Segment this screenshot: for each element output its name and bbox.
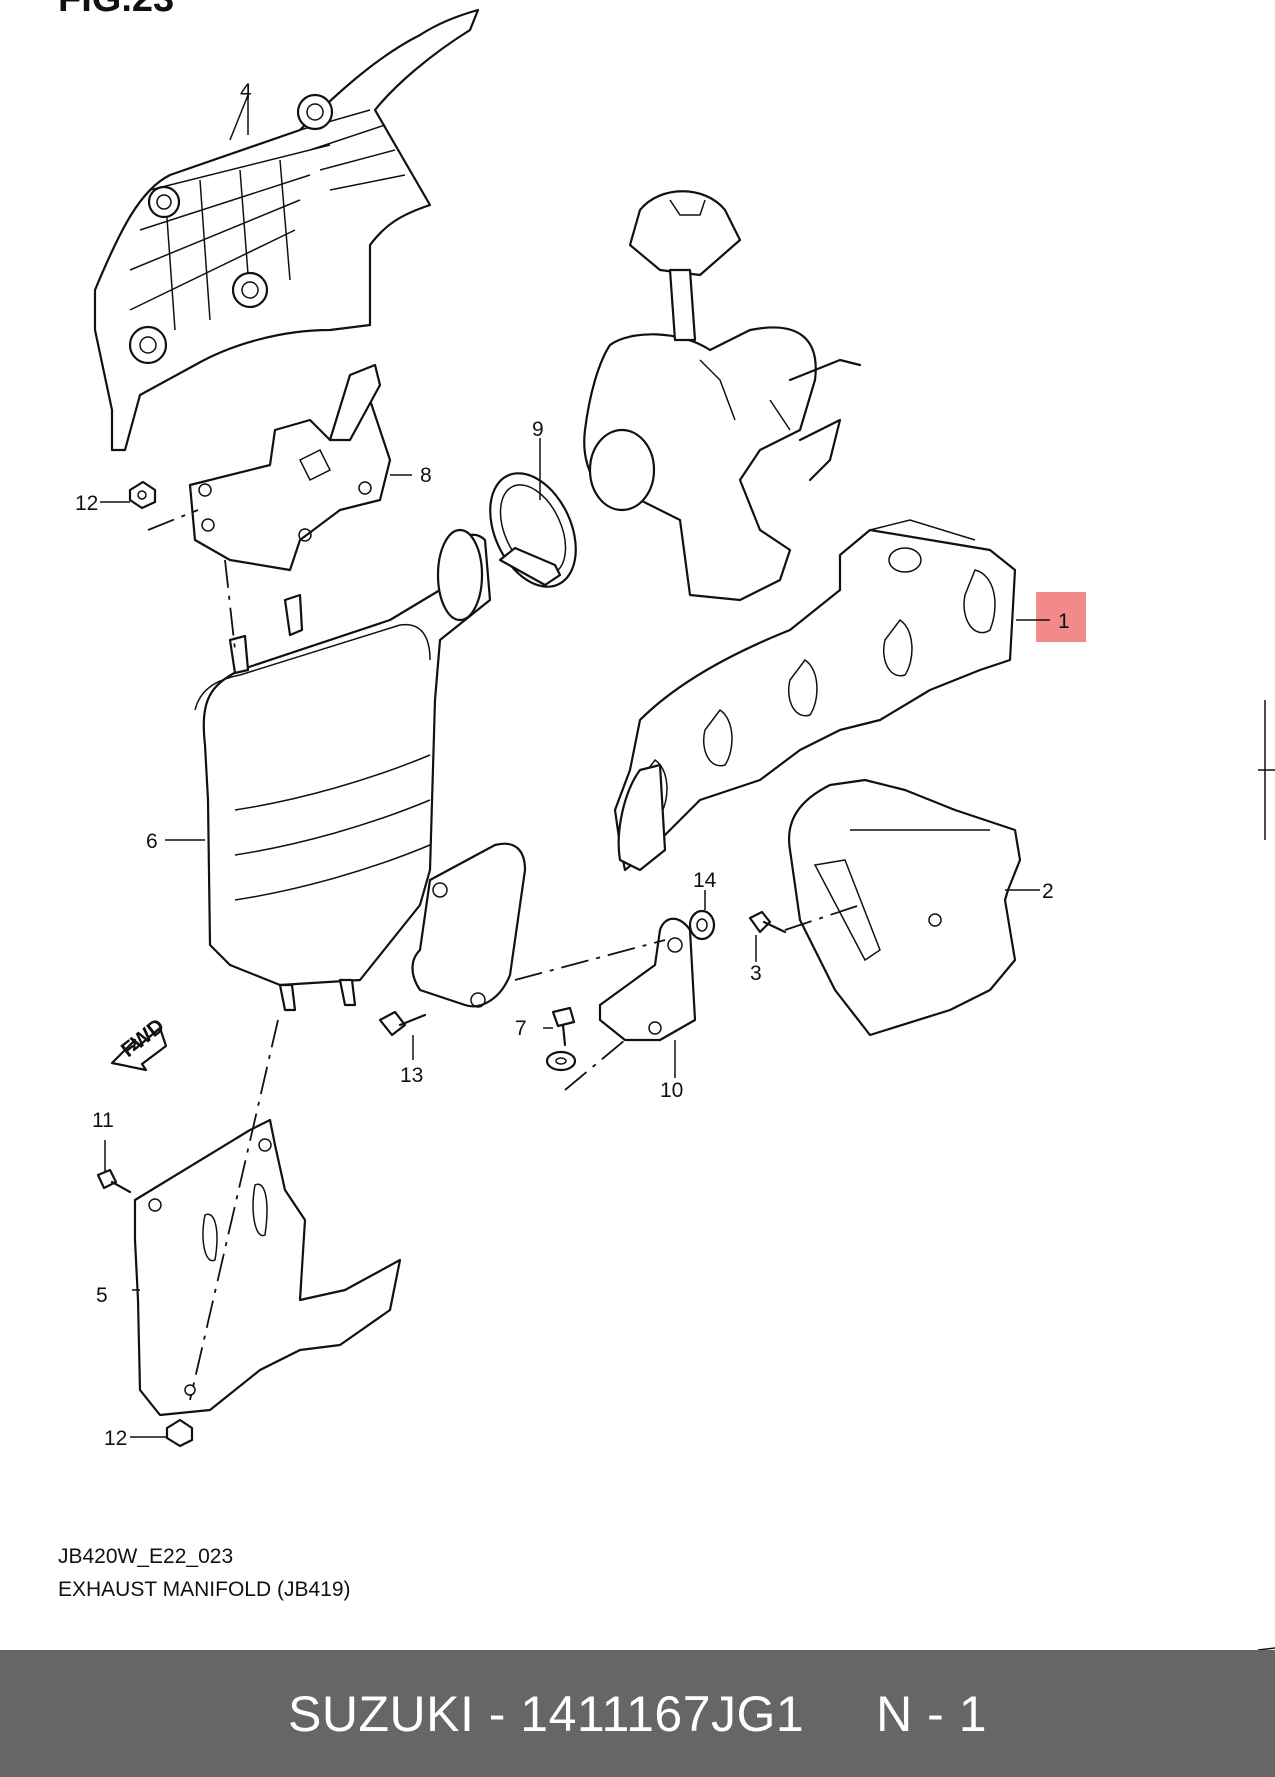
parts-diagram: FWD 1 2 3 4 5 6 7 8 9 bbox=[75, 8, 1275, 1650]
leader-lines bbox=[100, 97, 1050, 1438]
callout-6: 6 bbox=[146, 830, 158, 853]
figure-title: FIG.23 bbox=[58, 0, 174, 21]
callout-8: 8 bbox=[420, 464, 432, 487]
part-1-exhaust-manifold[interactable] bbox=[613, 519, 1017, 872]
callout-11: 11 bbox=[92, 1109, 114, 1132]
part-14-washer[interactable] bbox=[688, 909, 716, 941]
part-11-bolt[interactable] bbox=[96, 1168, 132, 1194]
diagram-title: EXHAUST MANIFOLD (JB419) bbox=[58, 1578, 351, 1601]
callout-2: 2 bbox=[1042, 880, 1054, 903]
assembly-lines bbox=[147, 509, 861, 1401]
callout-4: 4 bbox=[240, 80, 252, 103]
callout-13: 13 bbox=[400, 1064, 423, 1087]
callout-14: 14 bbox=[693, 869, 717, 892]
part-3-bolt[interactable] bbox=[748, 910, 787, 934]
callout-12-upper: 12 bbox=[75, 492, 98, 515]
callout-1: 1 bbox=[1058, 610, 1070, 633]
part-4-upper-heat-shield[interactable] bbox=[93, 8, 480, 452]
highlight-part-1 bbox=[1036, 592, 1086, 642]
part-13-bolt[interactable] bbox=[378, 1010, 427, 1037]
part-5-lower-heat-shield[interactable] bbox=[133, 1118, 402, 1417]
turbocharger[interactable] bbox=[583, 190, 862, 602]
part-2-manifold-heat-shield[interactable] bbox=[787, 778, 1022, 1037]
part-9-clamp[interactable] bbox=[473, 460, 593, 601]
edge-mark bbox=[1257, 700, 1275, 1650]
part-8-bracket[interactable] bbox=[188, 363, 392, 572]
callout-10: 10 bbox=[660, 1079, 683, 1102]
fwd-arrow-icon: FWD bbox=[110, 1014, 169, 1072]
part-number-footer: SUZUKI - 1411167JG1 N - 1 bbox=[287, 1685, 988, 1742]
callout-9: 9 bbox=[532, 418, 544, 441]
callout-3: 3 bbox=[750, 962, 762, 985]
callout-7: 7 bbox=[515, 1017, 527, 1040]
part-10-bracket[interactable] bbox=[598, 917, 697, 1042]
part-6-catalytic-converter[interactable] bbox=[194, 528, 527, 1012]
callout-12-lower: 12 bbox=[104, 1427, 127, 1450]
callout-numbers: 1 2 3 4 5 6 7 8 9 10 11 12 12 13 14 bbox=[75, 80, 1070, 1450]
part-7-bolt[interactable] bbox=[545, 1006, 577, 1072]
diagram-code: JB420W_E22_023 bbox=[58, 1545, 234, 1568]
part-12-nut-lower[interactable] bbox=[165, 1418, 194, 1448]
callout-5: 5 bbox=[96, 1284, 108, 1307]
part-12-nut-upper[interactable] bbox=[128, 480, 157, 510]
footer-bar bbox=[0, 1650, 1275, 1777]
